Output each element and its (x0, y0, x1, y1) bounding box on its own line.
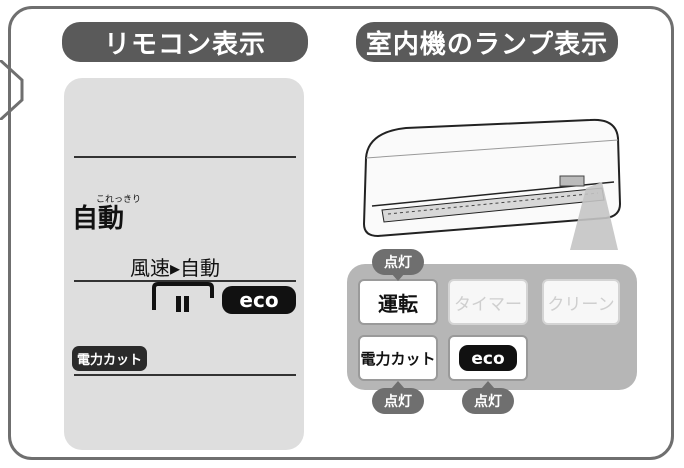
lamp-eco-icon: eco (459, 345, 517, 371)
remote-divider-3 (74, 374, 296, 376)
lit-tag-power-cut-pointer (391, 381, 405, 389)
lit-tag-eco: 点灯 (462, 388, 514, 414)
lit-tag-operation-pointer (391, 273, 405, 281)
eco-icon-label: eco (239, 288, 278, 312)
power-cut-badge: 電力カット (72, 346, 148, 371)
lamp-eco-label: eco (471, 349, 504, 369)
remote-divider-1 (74, 156, 296, 158)
remote-display-header: リモコン表示 (62, 22, 308, 62)
lamp-timer-label: タイマー (454, 294, 522, 315)
lit-tag-power-cut-label: 点灯 (384, 394, 412, 410)
frame-notch-decoration (0, 60, 24, 120)
mode-ruby: これっきり (96, 195, 142, 205)
lamp-power-cut-label: 電力カット (360, 349, 436, 368)
remote-divider-2 (74, 280, 296, 282)
mode-auto-text: 自動 (72, 204, 125, 234)
power-cut-graphic-icon (152, 282, 214, 312)
lamp-clean-label: クリーン (547, 294, 615, 315)
lamp-clean: クリーン (542, 279, 620, 325)
lamp-eco: eco (448, 335, 528, 381)
lit-tag-power-cut: 点灯 (372, 388, 424, 414)
lamp-operation: 運転 (358, 279, 438, 325)
lamp-power-cut: 電力カット (358, 335, 438, 381)
air-conditioner-illustration (362, 118, 622, 250)
remote-display-panel (64, 78, 304, 450)
indoor-unit-lamp-header-text: 室内機のランプ表示 (365, 29, 609, 60)
remote-display-header-text: リモコン表示 (103, 29, 266, 60)
eco-icon: eco (222, 286, 296, 314)
indoor-unit-lamp-header: 室内機のランプ表示 (356, 22, 618, 62)
lit-tag-operation: 点灯 (372, 249, 424, 275)
lit-tag-operation-label: 点灯 (384, 255, 412, 271)
lit-tag-eco-label: 点灯 (474, 394, 502, 410)
lamp-timer: タイマー (448, 279, 528, 325)
lit-tag-eco-pointer (481, 381, 495, 389)
lamp-operation-label: 運転 (378, 291, 418, 316)
fan-speed-text: 風速▸自動 (130, 256, 221, 280)
